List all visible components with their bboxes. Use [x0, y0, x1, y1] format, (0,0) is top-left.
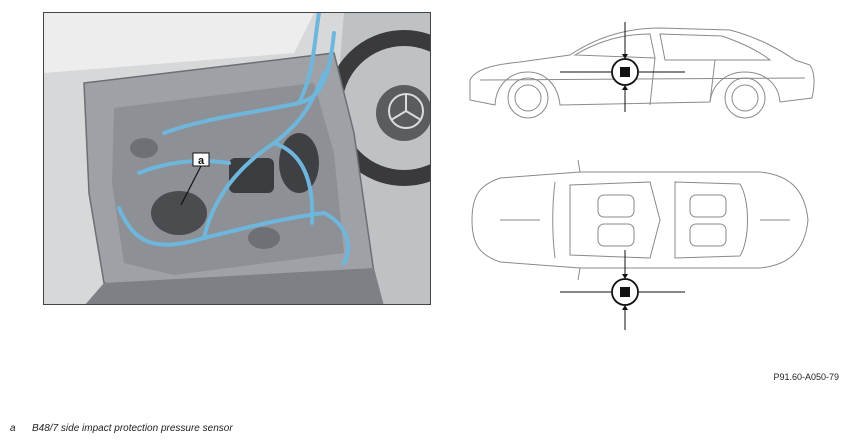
- legend-text: B48/7 side impact protection pressure se…: [32, 423, 233, 434]
- door-illustration: a: [44, 13, 430, 304]
- legend: a B48/7 side impact protection pressure s…: [10, 423, 233, 434]
- top-view-location-marker: [560, 250, 685, 330]
- callout-box: [192, 152, 210, 167]
- door-interior-photo: a: [43, 12, 431, 305]
- side-view-location-marker: [560, 22, 685, 112]
- vehicle-diagrams: [469, 22, 815, 330]
- figure-reference: P91.60-A050-79: [773, 372, 839, 382]
- vehicle-location-views: [460, 10, 840, 340]
- callout-leader-line: [180, 165, 202, 206]
- wiring-harness: [117, 13, 350, 265]
- vehicle-top-view: [471, 159, 809, 281]
- callout-label: a: [198, 155, 205, 167]
- legend-key: a: [10, 423, 16, 434]
- vehicle-side-view: [469, 27, 815, 119]
